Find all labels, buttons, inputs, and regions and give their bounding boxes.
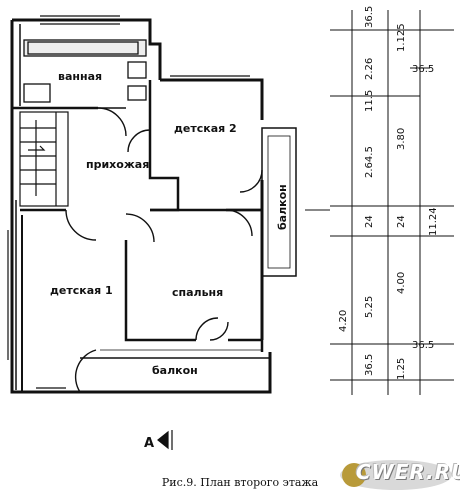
figure-caption: Рис.9. План второго этажа <box>161 476 319 489</box>
dim-label: 24 <box>364 215 375 228</box>
dim-label: 36.5 <box>364 6 375 28</box>
room-label-child1: детская 1 <box>50 284 113 297</box>
dim-label: 2.26 <box>364 58 375 80</box>
interior-walls <box>12 24 264 390</box>
dimension-lines <box>305 10 454 395</box>
watermark-logo <box>340 460 452 490</box>
dim-label: 36.5 <box>412 340 434 351</box>
dimension-labels: 36.5 1.125 2.26 11.5 2.64.5 24 5.25 4.20… <box>338 6 439 380</box>
dim-label: 1.125 <box>396 23 407 52</box>
section-line <box>157 430 173 450</box>
dim-label: 11.24 <box>428 207 439 236</box>
room-label-bathroom: ванная <box>58 70 102 83</box>
dim-label: 4.20 <box>338 310 349 332</box>
section-mark: А <box>144 436 154 451</box>
dim-label: 1.25 <box>396 358 407 380</box>
dim-label: 36.5 <box>364 354 375 376</box>
dim-label: 4.00 <box>396 272 407 294</box>
dim-label: 2.64.5 <box>364 146 375 178</box>
dim-label: 36.5 <box>412 64 434 75</box>
room-label-balcony-right: балкон <box>276 184 289 230</box>
dim-label: 5.25 <box>364 296 375 318</box>
stairs <box>19 111 69 207</box>
room-label-child2: детская 2 <box>174 122 237 135</box>
room-label-bedroom: спальня <box>172 286 223 299</box>
balconies <box>80 127 297 392</box>
room-label-hall: прихожая <box>86 158 149 171</box>
room-label-balcony-bottom: балкон <box>152 364 198 377</box>
watermark-text: CWER.RU <box>356 460 460 484</box>
exterior-walls <box>10 18 272 394</box>
bathroom-fixtures <box>23 39 147 103</box>
windows <box>7 15 250 389</box>
dim-label: 3.80 <box>396 128 407 150</box>
dim-label: 24 <box>396 215 407 228</box>
doors <box>65 107 263 393</box>
dim-label: 11.5 <box>364 90 375 112</box>
room-labels: ванная детская 2 прихожая детская 1 спал… <box>50 70 289 451</box>
